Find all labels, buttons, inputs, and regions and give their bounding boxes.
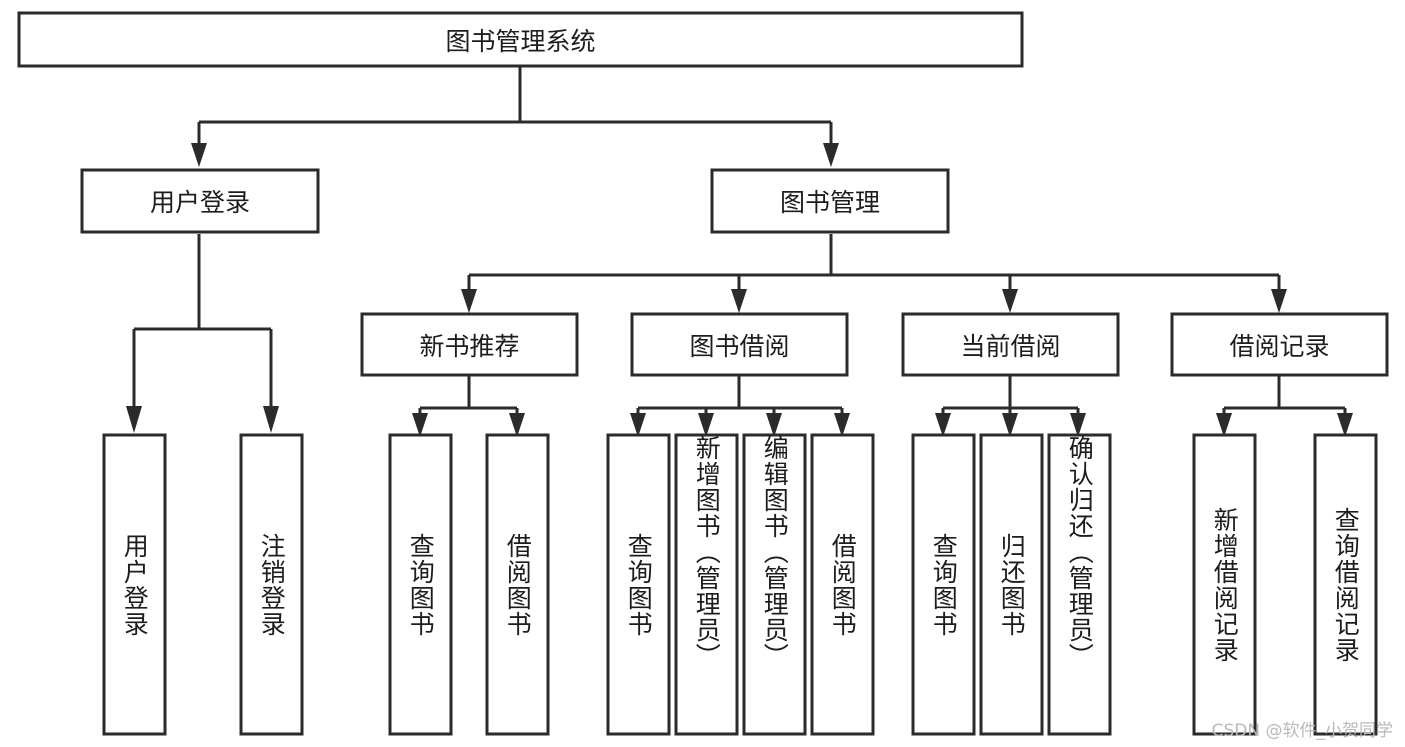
arrow-head-leaf-current-borrow-3: [1070, 413, 1086, 437]
arrow-head-leaf-borrow-record-2: [1337, 413, 1353, 437]
node-box-leaf-book-borrow-3[interactable]: [742, 433, 807, 736]
arrow-head-leaf-book-borrow-3: [766, 413, 782, 437]
connector-group-book-manage-children: [461, 234, 1287, 313]
arrow-head-leaf-book-borrow-1: [630, 413, 646, 437]
node-box-user-login[interactable]: [80, 168, 320, 234]
arrow-head-leaf-borrow-record-1: [1216, 413, 1232, 437]
node-box-book-borrow[interactable]: [630, 312, 849, 377]
arrow-head-user-login: [191, 143, 207, 167]
node-box-current-borrow[interactable]: [901, 312, 1120, 377]
node-box-leaf-current-borrow-3[interactable]: [1047, 433, 1112, 736]
node-box-leaf-current-borrow-2[interactable]: [979, 433, 1044, 736]
arrow-head-leaf-current-borrow-1: [935, 413, 951, 437]
arrow-head-new-book-recommend: [461, 289, 477, 313]
connector-group-user-login-children: [126, 234, 279, 433]
node-box-leaf-new-book-2[interactable]: [485, 433, 550, 736]
node-box-book-manage[interactable]: [710, 168, 950, 234]
node-box-root[interactable]: [17, 11, 1024, 68]
arrow-head-leaf-user-login-1: [126, 406, 142, 433]
node-box-leaf-book-borrow-4[interactable]: [810, 433, 875, 736]
node-box-borrow-record[interactable]: [1170, 312, 1389, 377]
connector-group-current-borrow-children: [935, 376, 1086, 437]
arrow-head-leaf-new-book-1: [412, 413, 428, 437]
node-box-leaf-user-login-2[interactable]: [239, 433, 304, 736]
arrow-head-leaf-book-borrow-2: [698, 413, 714, 437]
node-box-leaf-borrow-record-2[interactable]: [1313, 433, 1378, 736]
arrow-head-book-borrow: [731, 289, 747, 313]
node-box-leaf-user-login-1[interactable]: [102, 433, 167, 736]
arrow-head-borrow-record: [1271, 289, 1287, 313]
arrow-head-leaf-book-borrow-4: [834, 413, 850, 437]
node-box-leaf-book-borrow-2[interactable]: [674, 433, 739, 736]
arrow-head-book-manage: [823, 143, 839, 167]
arrow-head-leaf-user-login-2: [263, 406, 279, 433]
arrow-head-leaf-new-book-2: [509, 413, 525, 437]
csdn-watermark: CSDN @软件_小贺同学: [1211, 721, 1393, 741]
connector-group-borrow-record-children: [1216, 376, 1353, 437]
connector-group-new-book-recommend-children: [412, 376, 525, 437]
arrow-head-current-borrow: [1002, 289, 1018, 313]
arrow-head-leaf-current-borrow-2: [1002, 413, 1018, 437]
node-box-leaf-current-borrow-1[interactable]: [911, 433, 976, 736]
node-box-new-book-recommend[interactable]: [360, 312, 579, 377]
node-box-leaf-new-book-1[interactable]: [388, 433, 453, 736]
connector-group-root-to-level2: [191, 67, 839, 167]
node-box-leaf-borrow-record-1[interactable]: [1192, 433, 1257, 736]
connector-group-book-borrow-children: [630, 376, 850, 437]
node-box-leaf-book-borrow-1[interactable]: [606, 433, 671, 736]
